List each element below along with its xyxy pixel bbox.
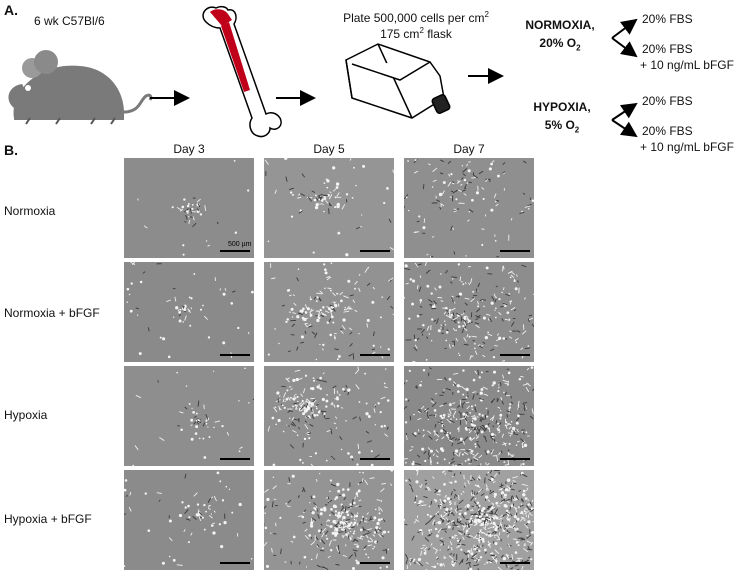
micrograph-2-3 [404,262,534,362]
micrograph-1-1 [124,158,254,258]
panel-a-drawing [8,5,638,138]
normoxia-opt2-line2: + 10 ng/mL bFGF [640,58,734,72]
hypoxia-label: HYPOXIA, 5% O2 [516,100,608,134]
scale-bar [220,250,250,252]
branch-arrow-normoxia-down [611,37,638,58]
scale-bar [360,562,390,564]
scale-bar [360,250,390,252]
normoxia-line2: 20% O2 [512,36,608,52]
day-7-header: Day 7 [453,142,485,156]
normoxia-o2-sub: 2 [576,43,581,53]
scale-bar [500,562,530,564]
panel-b-label: B. [4,142,18,158]
micrograph-3-1 [124,366,254,466]
branch-arrow-normoxia-up [611,18,638,39]
plate-line2-text: 175 cm [380,27,420,41]
mouse-label: 6 wk C57Bl/6 [34,14,105,28]
hypoxia-opt2-line1: 20% FBS [642,124,693,138]
plate-line2-tail: flask [423,27,452,41]
branch-arrow-hypoxia-down [611,119,638,138]
scale-bar [500,250,530,252]
plate-line1-text: Plate 500,000 cells per cm [343,11,485,25]
scale-bar [220,562,250,564]
plate-line2-sup: 2 [419,26,424,35]
normoxia-line1: NORMOXIA, [525,18,595,32]
plate-line1-sup: 2 [484,10,489,19]
scale-bar [220,458,250,460]
normoxia-label: NORMOXIA, 20% O2 [512,18,608,52]
panel-a-label: A. [4,2,18,18]
bone-icon [202,5,282,138]
hypoxia-opt1: 20% FBS [642,94,693,108]
scale-bar [360,458,390,460]
normoxia-o2: 20% O [539,36,577,50]
micrograph-2-2 [264,262,394,362]
micrograph-3-3 [404,366,534,466]
micrograph-1-2 [264,158,394,258]
scale-bar [220,354,250,356]
plate-label-line2: 175 cm2 flask [318,26,514,41]
micrograph-3-2 [264,366,394,466]
day-3-header: Day 3 [173,142,205,156]
branch-arrow-hypoxia-up [611,102,638,121]
mouse-icon [8,50,153,125]
micrograph-4-1 [124,470,254,570]
hypoxia-o2-sub: 2 [574,125,580,135]
scale-bar-label: 500 µm [228,241,252,248]
day-5-header: Day 5 [313,142,345,156]
normoxia-opt2-line1: 20% FBS [642,42,693,56]
micrograph-4-2 [264,470,394,570]
micrograph-2-1 [124,262,254,362]
row-label-normoxia: Normoxia [4,204,56,218]
hypoxia-line1: HYPOXIA, [533,100,591,114]
scale-bar [500,354,530,356]
row-label-hypoxia: Hypoxia [4,408,48,422]
hypoxia-line2: 5% O2 [516,118,608,134]
normoxia-opt1: 20% FBS [642,12,693,26]
row-label-hypoxia-bfgf: Hypoxia + bFGF [4,512,92,526]
plate-label-line1: Plate 500,000 cells per cm2 [318,10,514,25]
micrograph-4-3 [404,470,534,570]
scale-bar [500,458,530,460]
micrograph-1-3 [404,158,534,258]
hypoxia-opt2-line2: + 10 ng/mL bFGF [640,140,734,154]
scale-bar [360,354,390,356]
row-label-normoxia-bfgf: Normoxia + bFGF [4,306,100,320]
hypoxia-o2: 5% O [544,118,575,132]
flask-icon [345,43,451,119]
